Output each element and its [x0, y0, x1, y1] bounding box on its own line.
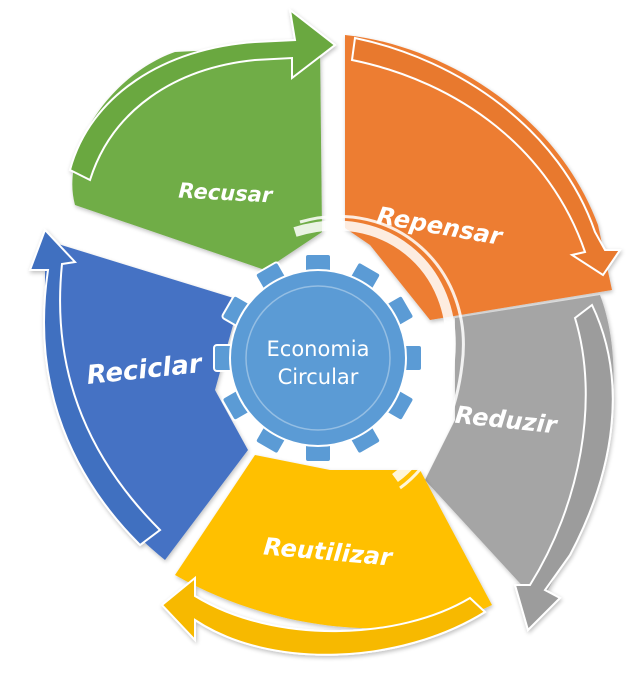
gear-inner-ring	[245, 285, 391, 431]
wedge-reutilizar	[175, 455, 492, 629]
segment-reutilizar: Reutilizar	[160, 455, 492, 656]
segment-repensar: Repensar	[345, 35, 622, 320]
center-gear: Economia Circular	[213, 253, 423, 463]
center-label-line2: Circular	[278, 365, 359, 389]
wedge-repensar	[345, 35, 612, 320]
arrow-repensar	[350, 36, 622, 277]
segment-reduzir: Reduzir	[425, 295, 614, 632]
arrow-recusar	[68, 7, 337, 182]
gear-body	[229, 269, 407, 447]
wedge-recusar	[72, 45, 323, 270]
hub-swoosh	[293, 215, 465, 490]
segment-reciclar: Reciclar	[28, 228, 248, 560]
segment-recusar: Recusar	[68, 7, 337, 270]
arrow-reduzir	[513, 303, 614, 632]
arrow-reciclar	[28, 228, 162, 547]
center-label-line1: Economia	[267, 337, 370, 361]
arrow-reutilizar	[160, 575, 487, 656]
label-recusar: Recusar	[178, 179, 275, 208]
